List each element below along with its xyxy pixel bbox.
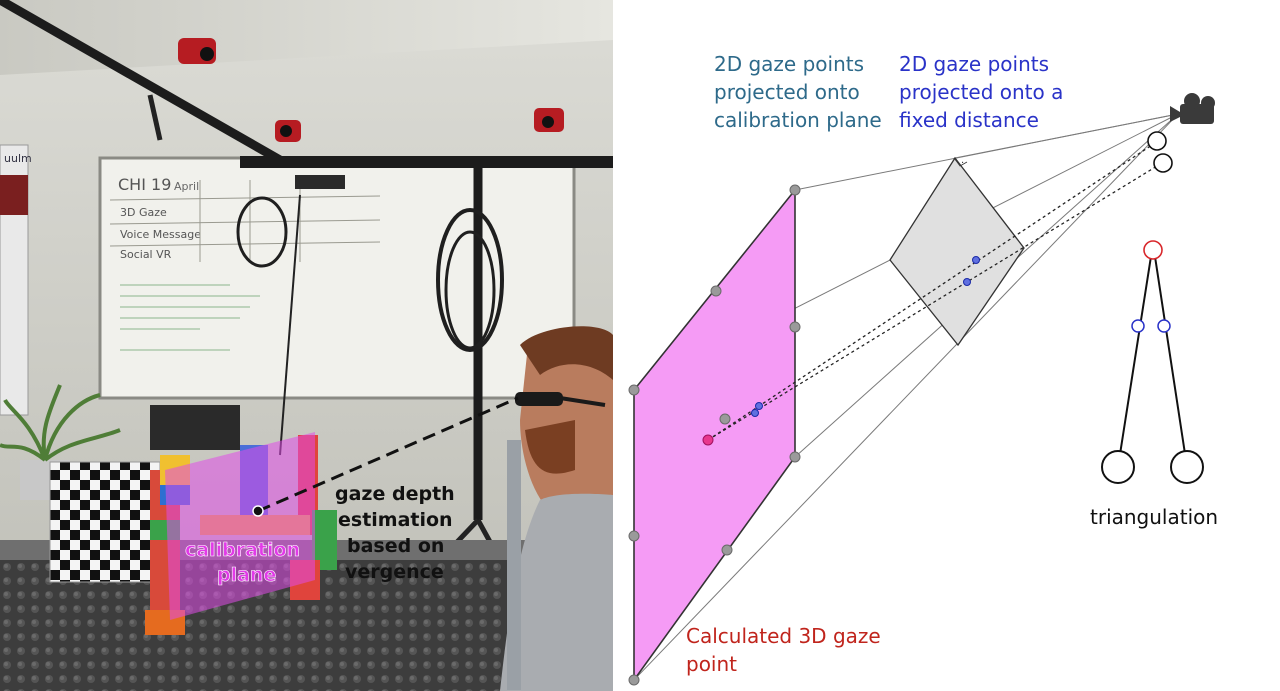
calibration-projection-label: projected onto xyxy=(714,80,860,104)
schematic-diagram: · xyxy=(628,52,1218,686)
triangulation-sketch xyxy=(1101,240,1204,484)
whiteboard-month: April xyxy=(174,180,199,193)
right-angle-mark: · xyxy=(961,158,964,169)
poster-image xyxy=(0,175,28,215)
gaze-ray-right xyxy=(707,162,1163,441)
gaze-depth-label: gaze depth xyxy=(335,483,455,505)
fixed-distance-label: projected onto a xyxy=(899,80,1063,104)
eye-icon xyxy=(1170,450,1204,484)
whiteboard-header: CHI 19 xyxy=(118,175,171,194)
participant xyxy=(500,326,613,691)
triangulation-label: triangulation xyxy=(1090,505,1218,529)
fixed-distance-plane xyxy=(889,156,1025,347)
target-point-icon xyxy=(1143,240,1163,260)
lab-photo: uulm CHI 19 April 3D Gaze Voice Message … xyxy=(0,0,613,691)
projected-gaze-points xyxy=(751,256,980,417)
calibration-plane-label: calibration xyxy=(185,539,300,561)
right-angle-mark xyxy=(953,157,968,167)
poster-header: uulm xyxy=(4,152,32,165)
ceiling xyxy=(0,0,613,75)
eye-icon xyxy=(1101,450,1135,484)
camera-icon xyxy=(1170,93,1215,124)
fixed-distance-label: 2D gaze points xyxy=(899,52,1049,76)
calibration-plane-overlay xyxy=(165,432,315,620)
gaze-depth-label: vergence xyxy=(345,561,444,583)
printer xyxy=(150,405,240,450)
gaze-ray xyxy=(257,396,519,513)
calibration-projection-label: calibration plane xyxy=(714,108,882,132)
whiteboard-line: Social VR xyxy=(120,248,172,261)
gaze-point xyxy=(252,505,264,517)
3d-gaze-label: point xyxy=(686,652,737,676)
chin-rest-pole xyxy=(507,440,521,690)
3d-gaze-label: Calculated 3D gaze xyxy=(686,624,881,648)
calibration-plane-label: plane xyxy=(217,564,276,586)
camera-bar xyxy=(295,175,345,189)
eye-icon xyxy=(1153,153,1173,173)
3d-gaze-point xyxy=(702,434,714,446)
eye-tracker-glasses xyxy=(515,392,563,406)
gaze-ray-left xyxy=(707,140,1159,441)
fixed-distance-label: fixed distance xyxy=(899,108,1039,132)
gaze-depth-label: based on xyxy=(347,535,444,557)
whiteboard-line: 3D Gaze xyxy=(120,206,167,219)
eye-icon xyxy=(1147,131,1167,151)
calibration-projection-label: 2D gaze points xyxy=(714,52,864,76)
plane-points xyxy=(628,184,801,686)
marker-board xyxy=(49,461,161,583)
gaze-depth-label: estimation xyxy=(338,509,453,531)
whiteboard-line: Voice Message xyxy=(120,228,201,241)
